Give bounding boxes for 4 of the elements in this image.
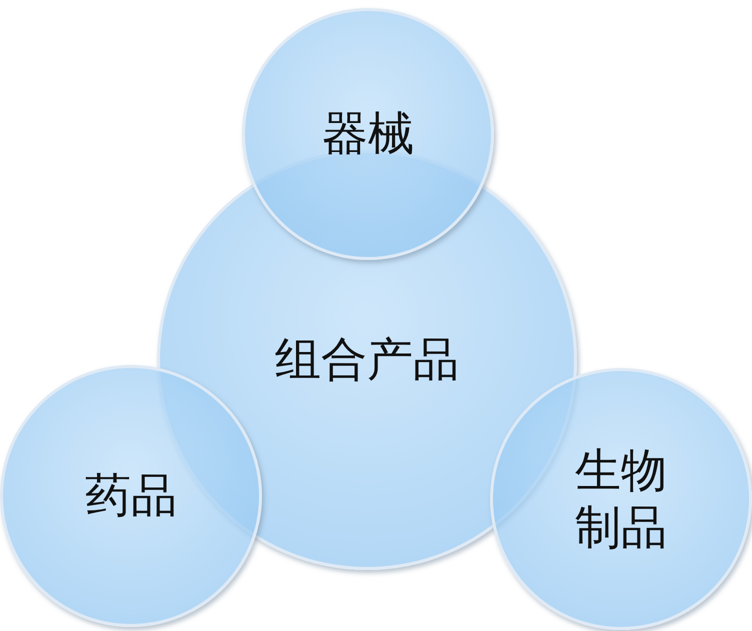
circle-label: 药品 bbox=[85, 467, 177, 524]
circle-label: 组合产品 bbox=[275, 331, 459, 388]
circle-label: 器械 bbox=[322, 105, 414, 162]
circle-label: 生物制品 bbox=[574, 442, 668, 556]
